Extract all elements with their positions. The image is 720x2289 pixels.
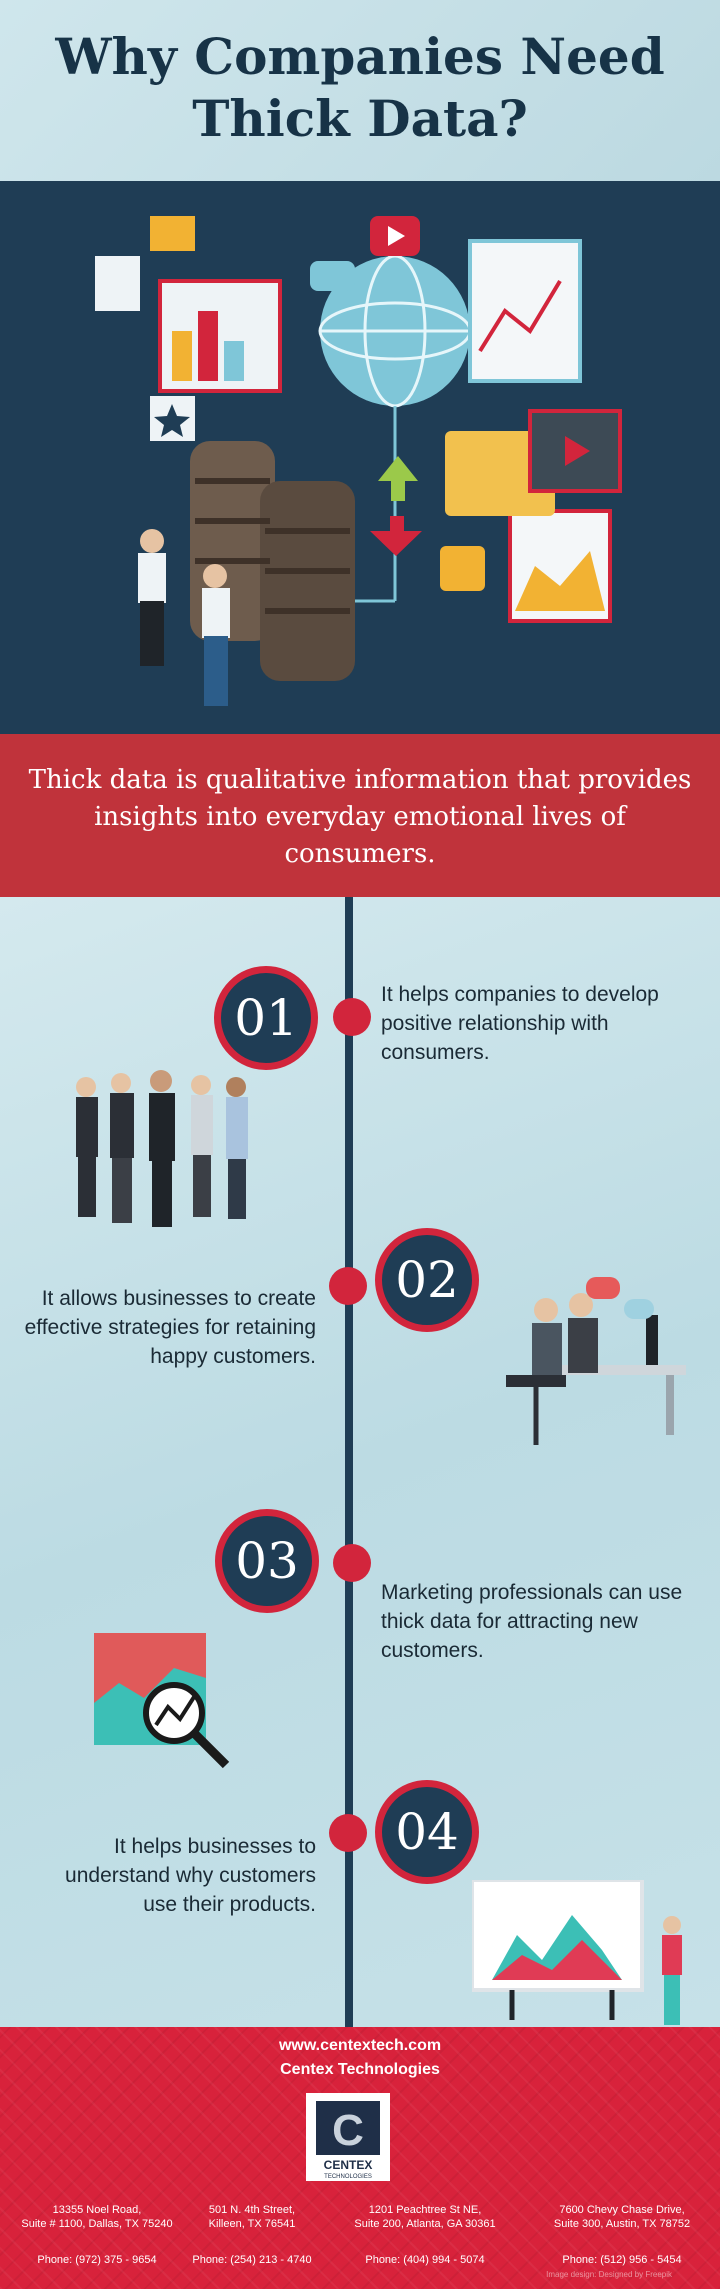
arrow-down-icon: [370, 516, 422, 556]
mail-icon: [150, 216, 195, 251]
play-icon: [370, 216, 420, 256]
header: Why Companies Need Thick Data?: [0, 0, 720, 181]
arrow-up-icon: [378, 456, 418, 501]
step-number-badge: 01: [214, 966, 318, 1070]
address-line: Suite # 1100, Dallas, TX 75240: [21, 2218, 173, 2230]
step-text: It allows businesses to create effective…: [24, 1287, 316, 1368]
website-link[interactable]: www.centextech.com: [278, 2037, 442, 2054]
chat-bubble-icon: [586, 1277, 620, 1299]
image-credit: Image design: Designed by Freepik: [546, 2270, 672, 2279]
svg-text:C: C: [332, 2106, 364, 2155]
hero-illustration: [0, 181, 720, 734]
intro-text: Thick data is qualitative information th…: [28, 765, 692, 869]
star-icon: [150, 396, 195, 441]
address-line: Suite 200, Atlanta, GA 30361: [354, 2218, 496, 2230]
timeline-connector-dot: [333, 1544, 371, 1582]
chat-bubble-icon: [624, 1299, 654, 1319]
video-window-icon: [528, 409, 622, 493]
timeline: 01 It helps companies to develop positiv…: [0, 897, 720, 2027]
timeline-connector-dot: [329, 1267, 367, 1305]
address-line: 7600 Chevy Chase Drive,: [559, 2204, 685, 2216]
centex-logo-icon: C CENTEX TECHNOLOGIES: [316, 2101, 380, 2180]
person-icon: [202, 564, 230, 706]
title-line-1: Why Companies Need: [55, 27, 665, 86]
address-line: Killeen, TX 76541: [208, 2218, 296, 2230]
company-logo: C CENTEX TECHNOLOGIES: [306, 2093, 390, 2181]
intro-banner: Thick data is qualitative information th…: [0, 734, 720, 897]
image-icon: [95, 256, 140, 311]
title-line-2: Thick Data?: [192, 89, 528, 148]
chart-window-icon: [158, 279, 282, 393]
timeline-spine: [345, 897, 353, 2027]
presentation-board-illustration: [472, 1880, 682, 2025]
timeline-connector-dot: [329, 1814, 367, 1852]
footer: www.centextech.com Centex Technologies C…: [0, 2027, 720, 2289]
address-line: 1201 Peachtree St NE,: [368, 2204, 482, 2216]
logo-text: CENTEX: [324, 2158, 373, 2172]
phone-number: Phone: (254) 213 - 4740: [192, 2254, 312, 2266]
step-number-badge: 03: [215, 1509, 319, 1613]
area-chart-window-icon: [508, 509, 612, 623]
business-team-illustration: [76, 1070, 248, 1227]
chat-bubble-icon: [310, 261, 355, 291]
step-number-badge: 02: [375, 1228, 479, 1332]
office-address: 7600 Chevy Chase Drive, Suite 300, Austi…: [534, 2203, 710, 2267]
timeline-connector-dot: [333, 998, 371, 1036]
step-text: It helps companies to develop positive r…: [381, 983, 659, 1064]
logo-subtext: TECHNOLOGIES: [324, 2174, 372, 2180]
phone-number: Phone: (972) 375 - 9654: [37, 2254, 157, 2266]
office-address: 1201 Peachtree St NE, Suite 200, Atlanta…: [338, 2203, 512, 2267]
phone-number: Phone: (404) 994 - 5074: [365, 2254, 485, 2266]
office-address: 501 N. 4th Street, Killeen, TX 76541 Pho…: [182, 2203, 322, 2267]
person-icon: [138, 529, 166, 666]
step-text: It helps businesses to understand why cu…: [65, 1835, 316, 1916]
address-line: 501 N. 4th Street,: [208, 2204, 296, 2216]
folder-icon: [445, 431, 555, 516]
graph-window-icon: [468, 239, 582, 383]
office-workers-illustration: [506, 1277, 686, 1445]
company-name: Centex Technologies: [280, 2061, 440, 2078]
magnifier-icon: [143, 1682, 230, 1769]
office-address: 13355 Noel Road, Suite # 1100, Dallas, T…: [12, 2203, 182, 2267]
address-line: 13355 Noel Road,: [52, 2204, 142, 2216]
growth-chart-illustration: [94, 1633, 230, 1769]
step-number-badge: 04: [375, 1780, 479, 1884]
page-title: Why Companies Need Thick Data?: [0, 0, 720, 150]
address-line: Suite 300, Austin, TX 78752: [553, 2218, 691, 2230]
phone-number: Phone: (512) 956 - 5454: [562, 2254, 682, 2266]
music-note-icon: [440, 546, 485, 591]
data-analytics-illustration: [95, 216, 622, 706]
step-text: Marketing professionals can use thick da…: [381, 1581, 683, 1662]
